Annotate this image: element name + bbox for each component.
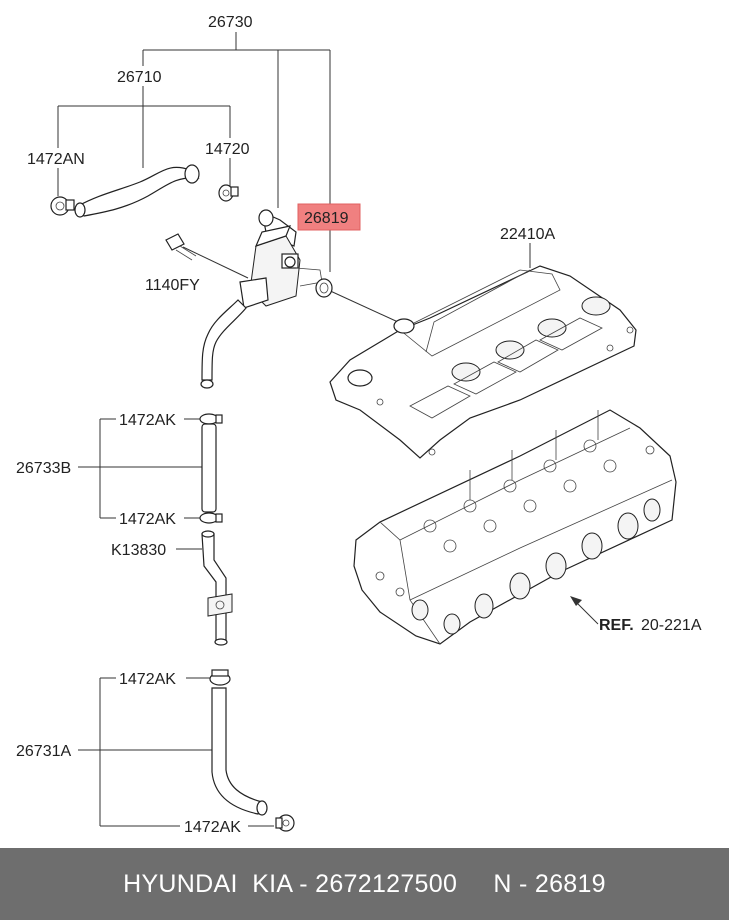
label-14720: 14720	[205, 141, 250, 158]
clamp-1472AN	[50, 196, 75, 216]
label-ref: REF.	[599, 617, 634, 634]
gasket-26819	[315, 278, 333, 298]
leader-lines	[57, 32, 599, 827]
highlight-box	[297, 203, 361, 231]
label-1472AK-3: 1472AK	[119, 671, 176, 688]
label-1472AK-4: 1472AK	[184, 819, 241, 836]
cover-plug-wells	[409, 296, 611, 419]
label-ref-number: 20-221A	[641, 617, 702, 634]
label-1472AN: 1472AN	[27, 151, 85, 168]
parts-diagram: 26730 26710 1472AN 14720 26819 22410A 11…	[16, 14, 702, 836]
footer-bar: HYUNDAI KIA - 2672127500 N - 26819	[0, 848, 729, 920]
cylinder-head	[353, 409, 677, 645]
label-26819: 26819	[304, 210, 349, 227]
footer-text: HYUNDAI KIA - 2672127500 N - 26819	[123, 869, 606, 898]
label-1472AK-lower: 1472AK	[119, 511, 176, 528]
label-1472AK-upper: 1472AK	[119, 412, 176, 429]
pipe-K13830	[201, 530, 233, 646]
label-1140FY: 1140FY	[145, 277, 200, 294]
hose-26731A	[209, 669, 295, 832]
label-26710: 26710	[117, 69, 162, 86]
pcv-valve-assembly	[200, 209, 323, 389]
label-K13830: K13830	[111, 542, 166, 559]
label-26731A: 26731A	[16, 743, 71, 760]
part-labels: 26730 26710 1472AN 14720 26819 22410A 11…	[16, 14, 702, 836]
head-ports	[411, 498, 661, 635]
clamp-14720	[218, 184, 239, 202]
label-22410A: 22410A	[500, 226, 555, 243]
cylinder-head-cover	[329, 265, 637, 459]
head-bolt-bosses	[375, 439, 655, 597]
label-26733B: 26733B	[16, 460, 71, 477]
hose-26710	[74, 164, 200, 218]
bolt-1140FY	[165, 233, 197, 261]
label-26730: 26730	[208, 14, 253, 31]
hose-26733B	[199, 413, 223, 524]
